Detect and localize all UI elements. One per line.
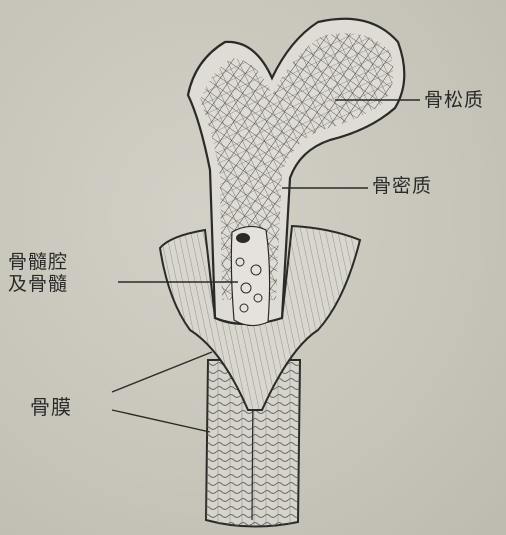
label-marrow-cavity-line1: 骨髓腔 — [8, 252, 68, 274]
label-compact-bone: 骨密质 — [372, 176, 432, 198]
label-marrow-cavity-line2: 及骨髓 — [8, 274, 68, 296]
label-marrow-cavity: 骨髓腔 及骨髓 — [8, 252, 68, 296]
label-cancellous-bone: 骨松质 — [424, 90, 484, 112]
leader-periosteum-2 — [112, 410, 210, 432]
label-periosteum: 骨膜 — [30, 396, 72, 419]
leader-periosteum-1 — [112, 352, 212, 392]
